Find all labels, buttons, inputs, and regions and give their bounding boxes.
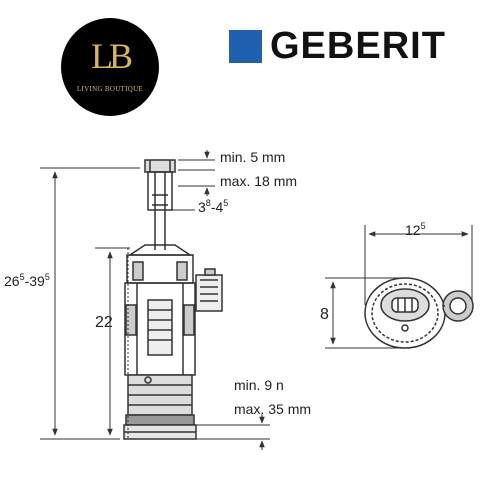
inner-height-label: 22 [95,314,113,331]
living-boutique-logo: LB LIVING BOUTIQUE [61,18,159,116]
overall-height-label: 265-395 [4,272,50,289]
valve-shoulder [127,244,193,256]
bottom-min-label: min. 9 n [234,377,284,393]
dimension-lines [40,150,473,450]
rod-offset-label: 38-45 [198,198,228,215]
geberit-square-mark [229,29,262,63]
geberit-wordmark: GEBERIT [270,25,446,67]
valve-rod [147,171,173,211]
stroke-max-label: max. 18 mm [220,173,297,189]
valve-top-view [364,277,474,349]
logo-caption: LIVING BOUTIQUE [76,85,144,93]
top-depth-label: 8 [320,306,329,323]
valve-side-float [195,274,223,312]
bottom-max-label: max. 35 mm [234,401,311,417]
logo-monogram: LB [90,36,133,76]
valve-side-view [123,159,223,440]
top-width-label: 125 [405,221,426,238]
geberit-logo: GEBERIT [229,27,446,65]
stroke-min-label: min. 5 mm [220,149,285,165]
valve-seal [125,414,195,426]
